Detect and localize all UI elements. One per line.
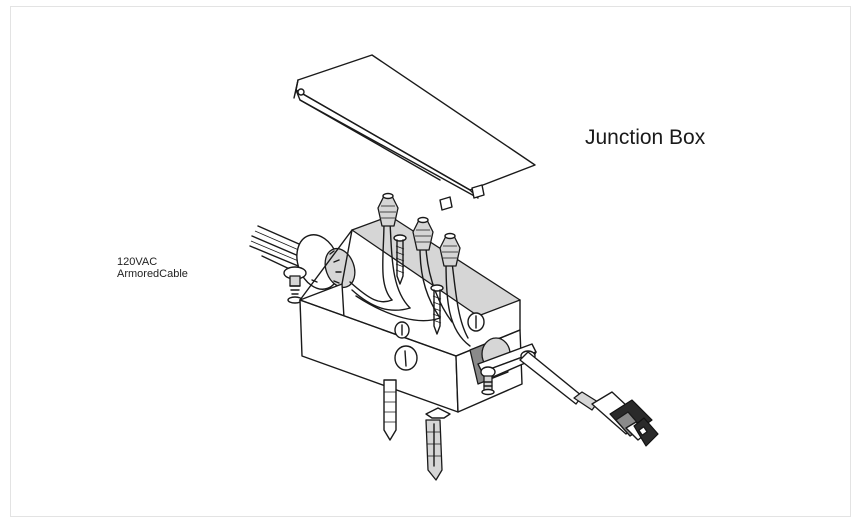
plug-connector [609, 399, 659, 447]
cable-clamp-left [296, 234, 356, 290]
wall-anchor-1 [383, 379, 397, 441]
wire-nut-2 [412, 216, 434, 251]
cable-label-voltage: 120VAC [117, 256, 158, 268]
screw-1 [393, 234, 407, 285]
junction-box-lid [293, 54, 536, 211]
wire-nut-3 [439, 232, 461, 267]
cable-label: 120VAC ArmoredCable [117, 256, 188, 280]
mounting-screw-left [283, 266, 307, 304]
wire-nut-1 [377, 192, 399, 227]
box-screws [393, 234, 444, 335]
screw-2 [430, 284, 444, 335]
diagram-title: Junction Box [585, 126, 706, 149]
wall-anchor-2 [425, 407, 451, 481]
wire-nuts [377, 192, 461, 267]
cable-label-type: ArmoredCable [117, 268, 188, 280]
wall-anchors [383, 379, 451, 481]
